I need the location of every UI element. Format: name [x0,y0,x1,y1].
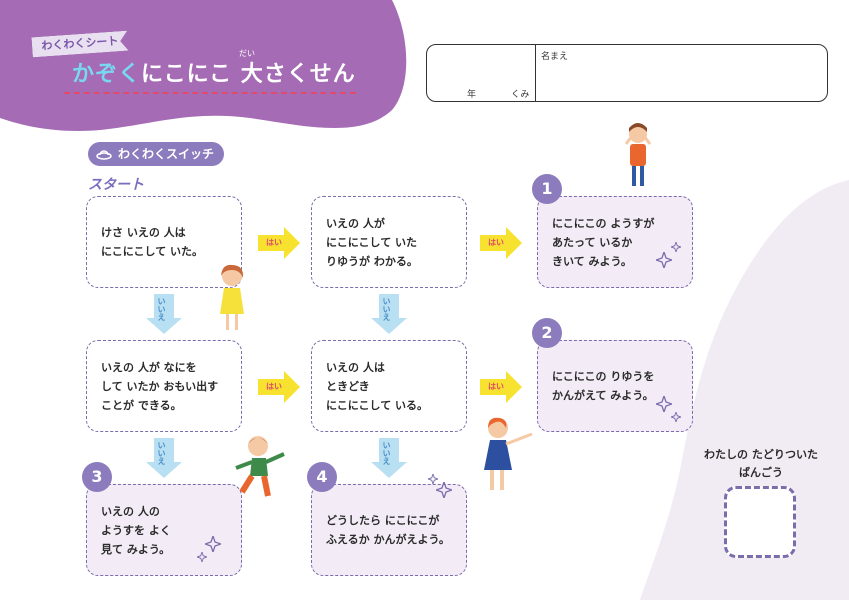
yes-label: はい [488,238,504,247]
boy-running-illustration [235,436,285,497]
girl-illustration [220,264,244,330]
sparkle-icon [671,412,681,422]
down-arrow-icon [371,294,407,334]
question-box-1: けさ いえの 人は にこにこして いた。 [86,196,242,288]
yes-arrow-1: はい [258,227,300,263]
result-box-1: にこにこの ようすが あたって いるか きいて みよう。 [537,196,693,288]
result-number-1: 1 [532,174,562,204]
yes-arrow-4: はい [480,371,522,407]
down-arrow-icon [146,438,182,478]
right-arrow-icon [480,227,522,259]
result-number-2: 2 [532,318,562,348]
sparkle-icon [205,536,221,552]
final-answer-label: わたしの たどりついた ばんごう [704,448,818,479]
class-label: くみ [511,90,530,100]
sparkle-icon [671,242,681,252]
question-text: いえの 人が なにを して いたか おもい出す ことが できる。 [101,360,219,412]
question-text: けさ いえの 人は にこにこして いた。 [101,226,204,258]
sparkle-icon [197,552,207,562]
final-answer-box[interactable] [724,486,796,558]
result-number-3: 3 [82,462,112,492]
question-box-3: いえの 人が なにを して いたか おもい出す ことが できる。 [86,340,242,432]
result-box-4: どうしたら にこにこが ふえるか かんがえよう。 [311,484,467,576]
question-text: いえの 人が にこにこして いた りゆうが わかる。 [326,216,418,268]
result-box-2: にこにこの りゆうを かんがえて みよう。 [537,340,693,432]
right-arrow-icon [480,371,522,403]
ufo-icon [96,150,112,160]
no-label: いいえ [157,441,166,465]
switch-label: わくわくスイッチ [118,147,215,161]
switch-badge: わくわくスイッチ [88,142,224,166]
result-text: にこにこの りゆうを かんがえて みよう。 [552,370,655,402]
child-thinking-illustration [624,123,652,186]
year-label: 年 [467,90,477,100]
no-arrow-2: いいえ [371,294,407,338]
sparkle-icon [656,396,672,412]
yes-label: はい [266,238,282,247]
name-box[interactable]: 年 くみ 名まえ [426,44,828,102]
name-box-divider [535,45,536,101]
result-text: にこにこの ようすが あたって いるか きいて みよう。 [552,216,655,268]
sparkle-icon [436,482,452,498]
yes-label: はい [488,382,504,391]
mother-illustration [484,417,533,490]
page-title: かぞくにこにこ 大さくせん [72,56,356,88]
yes-arrow-2: はい [480,227,522,263]
down-arrow-icon [371,438,407,478]
yes-label: はい [266,382,282,391]
result-box-3: いえの 人の ようすを よく 見て みよう。 [86,484,242,576]
name-label: 名まえ [541,52,569,62]
result-text: どうしたら にこにこが ふえるか かんがえよう。 [326,514,450,546]
no-arrow-4: いいえ [371,438,407,482]
sparkle-icon [428,474,438,484]
yes-arrow-3: はい [258,371,300,407]
no-arrow-1: いいえ [146,294,182,338]
question-text: いえの 人は ときどき にこにこして いる。 [326,360,429,412]
question-box-4: いえの 人は ときどき にこにこして いる。 [311,340,467,432]
title-rest: にこにこ 大さくせん [141,62,356,87]
start-label: スタート [88,177,144,193]
down-arrow-icon [146,294,182,334]
question-box-2: いえの 人が にこにこして いた りゆうが わかる。 [311,196,467,288]
title-highlight: かぞく [72,62,142,87]
no-arrow-3: いいえ [146,438,182,482]
result-number-4: 4 [307,462,337,492]
no-label: いいえ [382,297,391,321]
no-label: いいえ [382,441,391,465]
sparkle-icon [656,252,672,268]
right-arrow-icon [258,371,300,403]
title-ruby: だい [239,49,255,58]
no-label: いいえ [157,297,166,321]
title-underline [64,92,356,94]
result-text: いえの 人の ようすを よく 見て みよう。 [101,504,171,556]
right-arrow-icon [258,227,300,259]
